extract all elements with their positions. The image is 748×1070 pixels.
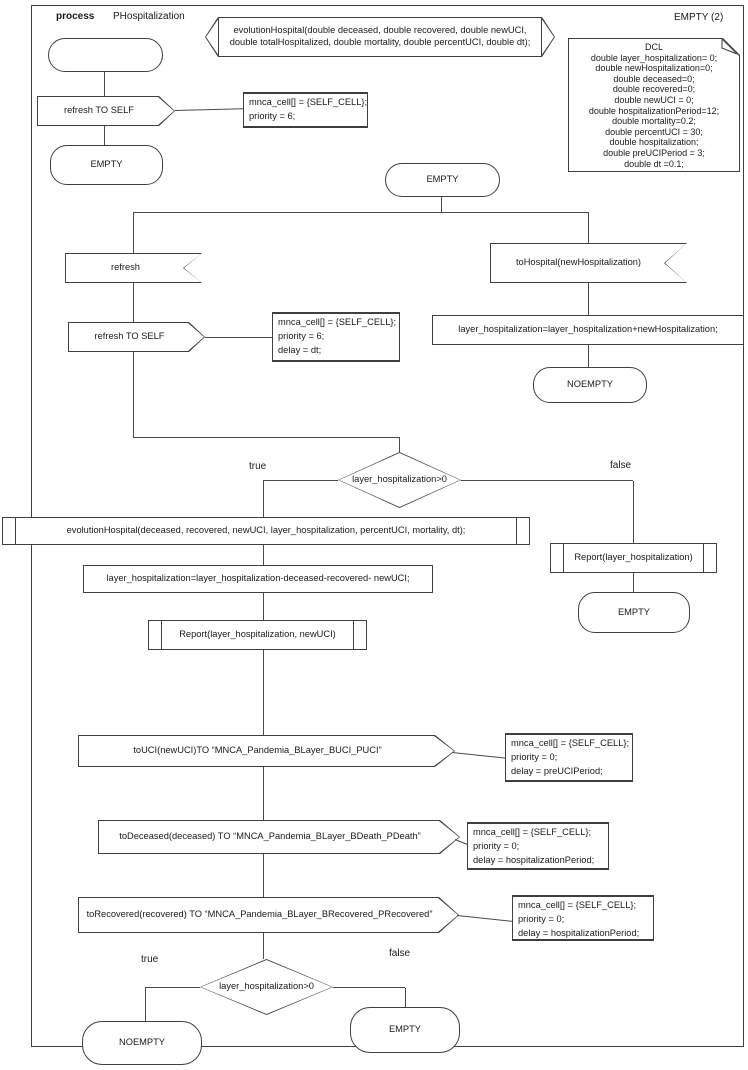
connector-line	[133, 213, 134, 253]
connector-line	[133, 437, 400, 438]
output-signal-refresh-to-self-2: refresh TO SELF	[68, 322, 205, 352]
connector-line	[588, 283, 589, 315]
output-signal-refresh-to-self-1: refresh TO SELF	[37, 96, 175, 126]
state-noempty-2: NOEMPTY	[82, 1021, 202, 1065]
connector-line	[145, 988, 146, 1021]
procedure-call-report: Report(layer_hospitalization)	[550, 543, 717, 573]
task-subtract-hospitalization: layer_hospitalization=layer_hospitalizat…	[83, 565, 433, 593]
connector-line	[145, 987, 200, 988]
connector-line	[104, 126, 105, 148]
connector-line	[263, 593, 264, 620]
connector-line	[461, 480, 633, 481]
dcl-declaration-note: DCL double layer_hospitalization= 0; dou…	[568, 38, 740, 172]
branch-label-true-1: true	[249, 461, 267, 472]
connector-line	[263, 481, 264, 517]
input-signal-refresh: refresh	[65, 253, 202, 283]
connector-line	[263, 480, 338, 481]
connector-line	[133, 283, 134, 322]
connector-line	[104, 72, 105, 96]
connector-line	[588, 345, 589, 367]
comment-note-touci: mnca_cell[] = {SELF_CELL}; priority = 0;…	[505, 733, 633, 782]
connector-line	[588, 213, 589, 243]
connector-line	[205, 337, 272, 338]
comment-note-torecovered: mnca_cell[] = {SELF_CELL}; priority = 0;…	[512, 895, 654, 941]
signal-label: refresh TO SELF	[64, 105, 134, 116]
state-empty-1: EMPTY	[50, 145, 163, 185]
procedure-call-report-newuci: Report(layer_hospitalization, newUCI)	[148, 620, 367, 650]
task-add-hospitalization: layer_hospitalization=layer_hospitalizat…	[432, 315, 744, 345]
output-signal-torecovered: toRecovered(recovered) TO “MNCA_Pandemia…	[78, 897, 459, 933]
procedure-call-evolutionhospital: evolutionHospital(deceased, recovered, n…	[2, 517, 530, 545]
connector-line	[399, 437, 400, 452]
state-empty-2: EMPTY	[385, 163, 500, 197]
connector-line	[333, 987, 405, 988]
comment-note-refresh-2: mnca_cell[] = {SELF_CELL}; priority = 6;…	[272, 312, 400, 362]
dcl-text: DCL double layer_hospitalization= 0; dou…	[588, 42, 720, 169]
connector-line	[405, 988, 406, 1007]
process-name-label: PHospitalization	[113, 11, 185, 22]
output-signal-todeceased: toDeceased(deceased) TO “MNCA_Pandemia_B…	[98, 820, 460, 854]
procedure-signature-note: evolutionHospital(double deceased, doubl…	[205, 17, 555, 57]
comment-note-refresh-1: mnca_cell[] = {SELF_CELL}; priority = 6;	[243, 92, 368, 128]
branch-label-false-2: false	[389, 948, 411, 959]
connector-line	[133, 352, 134, 437]
connector-line	[263, 854, 264, 897]
input-signal-tohospital: toHospital(newHospitalization)	[490, 243, 687, 283]
process-kind-label: process	[56, 11, 95, 22]
connector-line	[263, 650, 264, 737]
comment-note-todeceased: mnca_cell[] = {SELF_CELL}; priority = 0;…	[467, 822, 609, 870]
state-empty-3: EMPTY	[578, 592, 690, 633]
connector-line	[263, 933, 264, 959]
state-noempty-1: NOEMPTY	[533, 367, 647, 403]
connector-line	[263, 767, 264, 820]
connector-line	[633, 573, 634, 592]
connector-line	[633, 481, 634, 543]
connector-line	[441, 197, 442, 212]
connector-line	[263, 545, 264, 565]
start-state-symbol	[48, 38, 163, 72]
branch-label-false-1: false	[610, 460, 632, 471]
frame-state-label: EMPTY (2)	[674, 12, 724, 23]
state-empty-4: EMPTY	[350, 1007, 460, 1053]
output-signal-touci: toUCI(newUCI)TO “MNCA_Pandemia_BLayer_BU…	[78, 735, 455, 767]
connector-line	[133, 212, 589, 213]
branch-label-true-2: true	[141, 954, 159, 965]
folded-corner-icon	[721, 39, 739, 57]
